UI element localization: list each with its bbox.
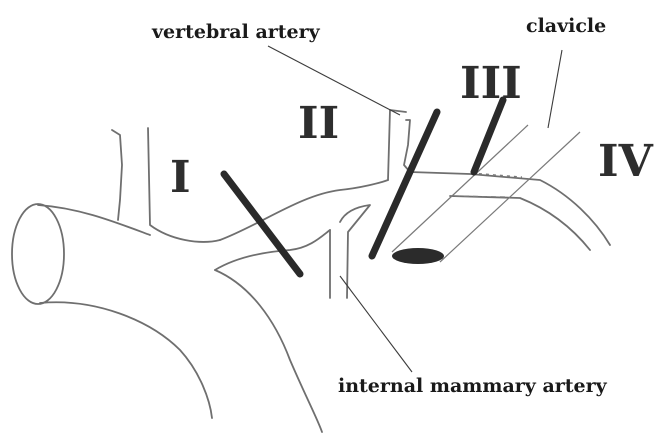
clavicle-end-cap: [392, 248, 444, 264]
common-carotid-left-wall: [112, 130, 122, 220]
subclavian-upper-wall: [220, 180, 388, 240]
distal-subclavian-upper-wall: [410, 172, 610, 245]
segment-label-ii: II: [298, 98, 339, 149]
internal-mammary-right-wall: [340, 205, 370, 298]
aortic-arch-upper-wall: [38, 205, 150, 235]
vertebral-artery-right-wall: [404, 120, 410, 172]
vessel-cut-end: [12, 204, 64, 304]
clavicle-label: clavicle: [526, 15, 606, 37]
aortic-arch-lower-wall: [40, 302, 212, 418]
distal-subclavian-lower-wall: [450, 196, 590, 250]
vertebral-artery-left-wall: [388, 110, 406, 180]
aortic-arch-inner-wall: [215, 270, 322, 432]
segment-label-i: I: [170, 152, 191, 203]
clavicle-upper-edge: [392, 125, 528, 252]
segment-marker-ii-iii-a: [372, 112, 437, 256]
clavicle-leader: [548, 50, 562, 128]
internal-mammary-artery-label: internal mammary artery: [338, 375, 608, 397]
segment-label-iv: IV: [598, 136, 654, 187]
internal-mammary-leader: [340, 276, 412, 372]
vertebral-artery-label: vertebral artery: [151, 21, 321, 43]
segment-marker-i: [224, 174, 300, 274]
segment-label-iii: III: [460, 58, 522, 109]
